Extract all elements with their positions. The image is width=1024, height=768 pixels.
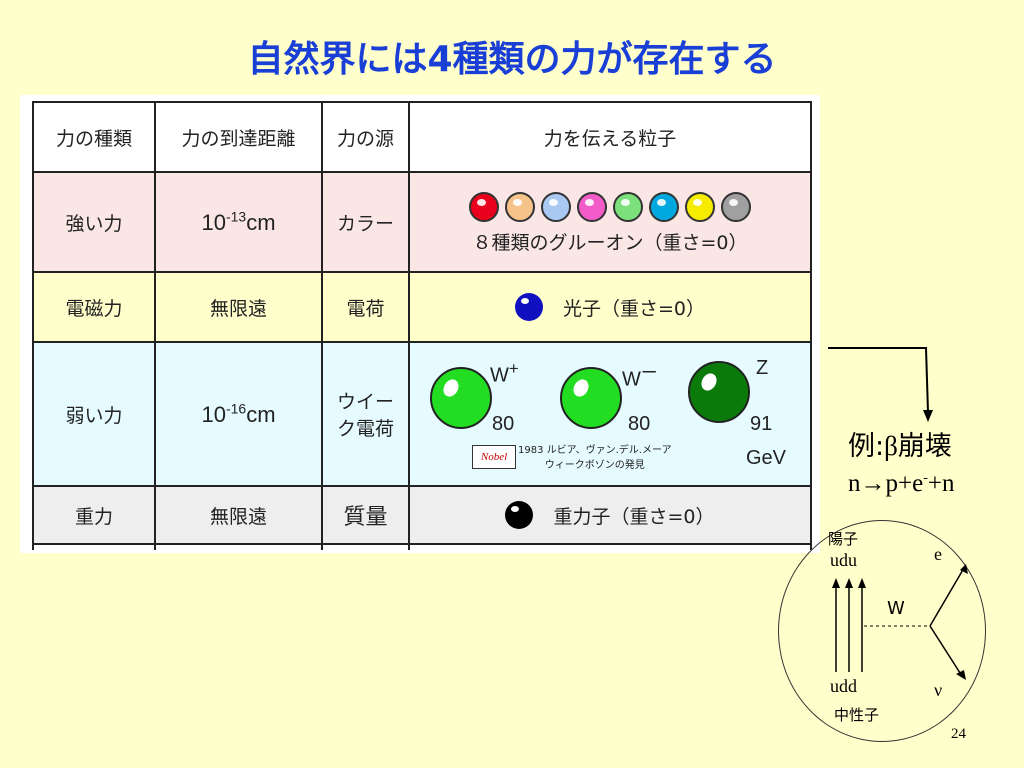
strong-source: カラー — [321, 171, 410, 273]
gluon-caption: ８種類のグルーオン（重さ=0） — [472, 231, 748, 254]
weak-range: 10-16cm — [154, 341, 323, 487]
gluon-ball-icon — [685, 191, 715, 222]
w-minus-boson-icon — [560, 367, 622, 429]
beta-decay-title: 例:β崩壊 — [848, 431, 952, 462]
gluon-ball-icon — [721, 191, 751, 222]
nobel-note: 1983 ルビア、ヴァン.デル.メーアウィークボゾンの発見 — [518, 445, 672, 471]
feynman-lines-icon — [832, 564, 968, 680]
w-exchange-label: W — [887, 598, 905, 619]
strong-force-name: 強い力 — [32, 171, 156, 273]
gluon-ball-icon — [505, 191, 535, 222]
table-row: 電磁力 無限遠 電荷 光子（重さ=0） — [32, 271, 812, 343]
neutron-label: 中性子 — [834, 706, 880, 724]
z-boson-icon — [688, 361, 750, 423]
weak-carrier: W+ 80 Wー 80 Z 91 GeV Nobel 1983 ルビア、ヴァン.… — [408, 341, 812, 487]
em-range: 無限遠 — [154, 271, 323, 343]
gluon-balls — [410, 191, 810, 222]
em-carrier: 光子（重さ=0） — [408, 271, 812, 343]
page-number: 24 — [951, 726, 966, 742]
beta-decay-reaction: n→p+e-+n — [848, 470, 955, 497]
em-force-name: 電磁力 — [32, 271, 156, 343]
header-carrier: 力を伝える粒子 — [408, 101, 812, 173]
neutron-quarks: udd — [830, 676, 857, 696]
graviton-label: 重力子（重さ=0） — [553, 505, 715, 528]
w-minus-label: Wー — [622, 363, 658, 391]
slide-title: 自然界には4種類の力が存在する — [247, 39, 777, 80]
w-plus-boson-icon — [430, 367, 492, 429]
w-plus-label: W+ — [490, 359, 519, 387]
gev-unit: GeV — [746, 447, 787, 469]
gravity-carrier: 重力子（重さ=0） — [408, 485, 812, 545]
table-tail-row — [32, 543, 812, 550]
gluon-ball-icon — [649, 191, 679, 222]
gluon-ball-icon — [613, 191, 643, 222]
electron-label: e — [934, 544, 942, 564]
table-row: 弱い力 10-16cm ウイーク電荷 W+ 80 Wー 80 Z 91 GeV … — [32, 341, 812, 487]
gluon-ball-icon — [469, 191, 499, 222]
nobel-flag-icon: Nobel — [472, 445, 516, 469]
weak-force-name: 弱い力 — [32, 341, 156, 487]
strong-carrier: ８種類のグルーオン（重さ=0） — [408, 171, 812, 273]
gluon-ball-icon — [577, 191, 607, 222]
gravity-source: 質量 — [321, 485, 410, 545]
gravity-range: 無限遠 — [154, 485, 323, 545]
z-label: Z — [756, 357, 769, 379]
table-header-row: 力の種類 力の到達距離 力の源 力を伝える粒子 — [32, 101, 812, 173]
forces-table-panel: 力の種類 力の到達距離 力の源 力を伝える粒子 強い力 10-13cm カラー … — [20, 95, 820, 553]
strong-range: 10-13cm — [154, 171, 323, 273]
header-force-type: 力の種類 — [32, 101, 156, 173]
feynman-diagram — [778, 520, 986, 742]
table-row: 重力 無限遠 質量 重力子（重さ=0） — [32, 485, 812, 545]
neutrino-label: ν — [934, 680, 943, 700]
header-source: 力の源 — [321, 101, 410, 173]
z-mass: 91 — [750, 413, 773, 435]
proton-quarks: udu — [830, 550, 857, 570]
proton-label: 陽子 — [828, 530, 859, 548]
table-row: 強い力 10-13cm カラー ８種類のグルーオン（重さ=0） — [32, 171, 812, 273]
forces-table: 力の種類 力の到達距離 力の源 力を伝える粒子 強い力 10-13cm カラー … — [32, 101, 812, 550]
em-source: 電荷 — [321, 271, 410, 343]
w-minus-mass: 80 — [628, 413, 651, 435]
w-plus-mass: 80 — [492, 413, 515, 435]
graviton-icon — [505, 501, 534, 529]
gluon-ball-icon — [541, 191, 571, 222]
gravity-force-name: 重力 — [32, 485, 156, 545]
arrow-connector-icon — [828, 347, 933, 422]
header-range: 力の到達距離 — [154, 101, 323, 173]
photon-icon — [514, 293, 543, 321]
photon-label: 光子（重さ=0） — [562, 297, 705, 320]
weak-source: ウイーク電荷 — [321, 341, 410, 487]
